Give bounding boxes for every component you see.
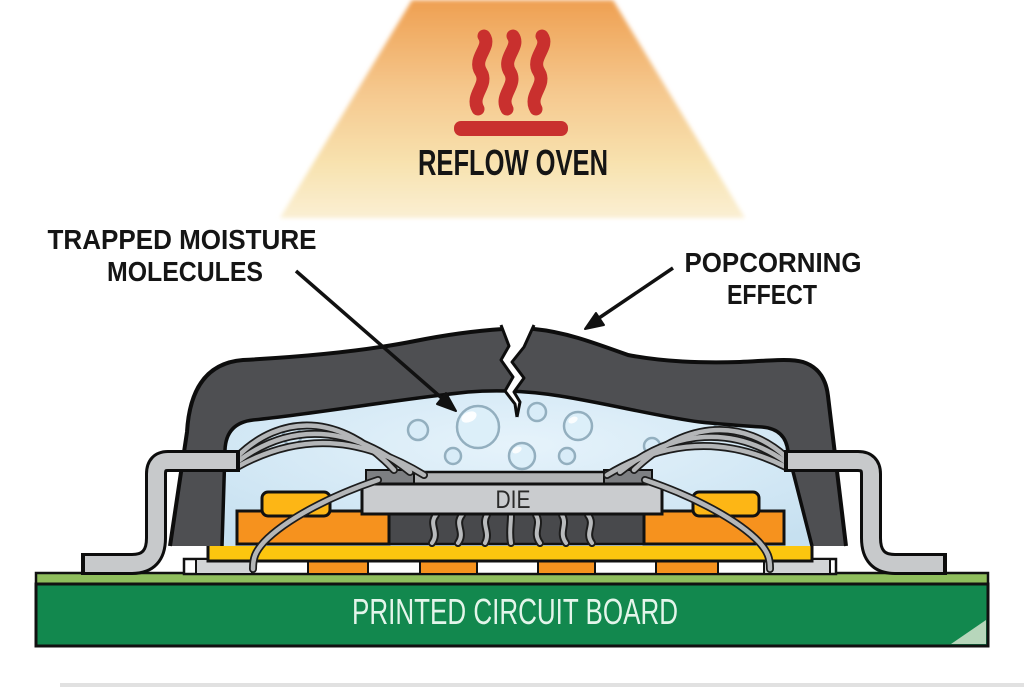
- package-leads: [81, 450, 947, 575]
- lead-left: [85, 453, 236, 572]
- wire-bond: [642, 477, 773, 572]
- reflow-oven-label: REFLOW OVEN: [418, 142, 608, 183]
- package-crack: [499, 324, 536, 418]
- moisture-bubble: [526, 401, 548, 423]
- annotation-trapped-moisture: TRAPPED MOISTURE MOLECULES: [48, 224, 457, 412]
- substrate-pad-row: [182, 557, 838, 576]
- die-label: DIE: [496, 486, 531, 514]
- popcorning-label-line2: EFFECT: [727, 279, 817, 310]
- trapped-moisture-label-line1: TRAPPED MOISTURE: [48, 224, 317, 255]
- moisture-bubbles: [281, 401, 734, 471]
- printed-circuit-board: PRINTED CIRCUIT BOARD: [34, 571, 990, 648]
- pcb-body: [34, 582, 990, 648]
- trapped-moisture-arrow-icon: [294, 269, 457, 412]
- moisture-bubble: [507, 441, 537, 471]
- ic-package: DIE: [81, 324, 947, 576]
- moisture-bubble: [455, 404, 501, 450]
- mold-compound: [170, 329, 846, 546]
- die-assembly: DIE: [360, 469, 664, 516]
- wire-bond: [250, 477, 381, 572]
- moisture-bubble: [557, 446, 577, 466]
- mold-inner-outline: [220, 389, 814, 547]
- pcb-label: PRINTED CIRCUIT BOARD: [352, 591, 678, 632]
- trapped-moisture-label-line2: MOLECULES: [107, 256, 263, 287]
- heat-waves-icon: [454, 29, 568, 136]
- annotation-popcorning: POPCORNING EFFECT: [584, 247, 862, 330]
- die-body: [360, 482, 664, 516]
- reflow-oven-zone: REFLOW OVEN: [280, 0, 745, 218]
- moisture-bubble: [443, 446, 463, 466]
- wire-bonds: [233, 421, 790, 573]
- moisture-bubble: [562, 410, 594, 442]
- popcorning-label-line1: POPCORNING: [685, 247, 862, 278]
- mold-outer-outline: [168, 327, 848, 547]
- under-die-traces: [428, 511, 596, 547]
- heat-bar: [454, 121, 568, 136]
- pcb-corner-fold: [951, 620, 986, 644]
- popcorning-arrow-icon: [584, 266, 674, 330]
- lead-right: [788, 453, 943, 572]
- moisture-bubble: [406, 418, 430, 442]
- wire-bond: [234, 440, 427, 478]
- wire-bond: [604, 443, 789, 478]
- bottom-edge-artifact: [60, 683, 1024, 687]
